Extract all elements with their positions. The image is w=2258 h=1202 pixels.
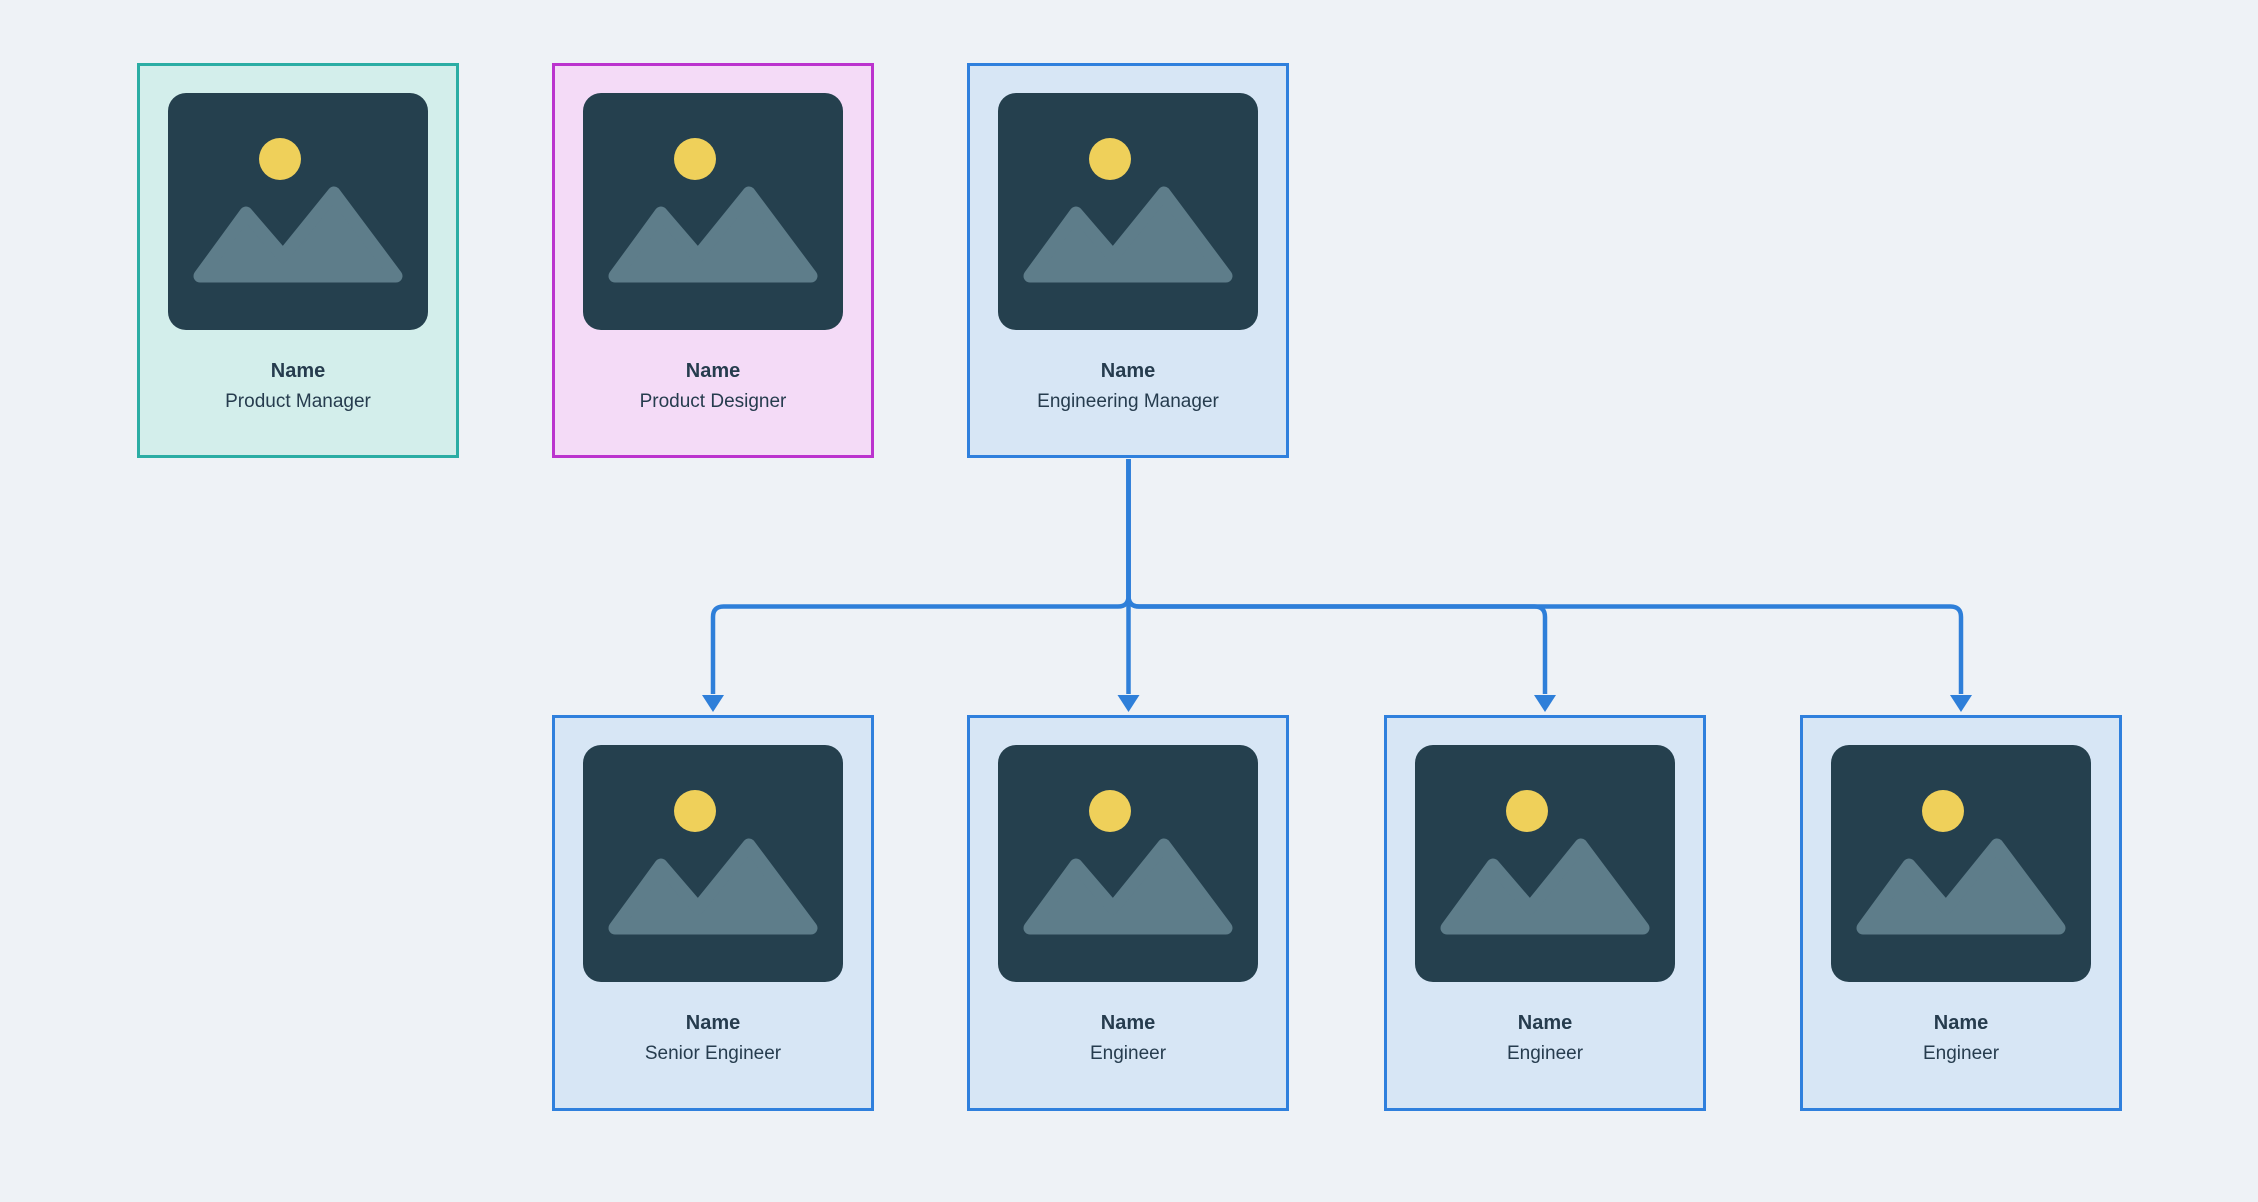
card-name: Name [270,360,326,382]
image-placeholder-icon [998,745,1258,982]
arrowhead-icon [1534,695,1556,712]
connector-to-engineer-2[interactable] [1126,459,1548,694]
card-senior-engineer[interactable]: Name Senior Engineer [552,715,874,1111]
image-placeholder-icon [583,93,843,330]
card-role: Product Designer [639,391,787,412]
image-placeholder-icon [583,745,843,982]
card-name: Name [685,360,741,382]
card-product-designer[interactable]: Name Product Designer [552,63,874,458]
card-name: Name [1517,1012,1573,1034]
connector-group [702,459,1972,712]
card-engineering-manager[interactable]: Name Engineering Manager [967,63,1289,458]
card-name: Name [1933,1012,1989,1034]
card-role: Engineering Manager [1037,391,1219,412]
arrowhead-icon [1950,695,1972,712]
card-product-manager[interactable]: Name Product Manager [137,63,459,458]
connector-to-senior-engineer[interactable] [710,459,1131,694]
card-role: Engineer [1089,1043,1167,1064]
card-role: Product Manager [225,391,371,412]
card-role: Engineer [1922,1043,2000,1064]
card-role: Senior Engineer [644,1043,782,1064]
card-name: Name [1100,360,1156,382]
arrowhead-icon [702,695,724,712]
card-engineer-2[interactable]: Name Engineer [1384,715,1706,1111]
image-placeholder-icon [1415,745,1675,982]
image-placeholder-icon [998,93,1258,330]
arrowhead-icon [1117,695,1140,712]
card-engineer-1[interactable]: Name Engineer [967,715,1289,1111]
image-placeholder-icon [168,93,428,330]
card-name: Name [1100,1012,1156,1034]
connector-to-engineer-3[interactable] [1126,459,1964,694]
image-placeholder-icon [1831,745,2091,982]
card-engineer-3[interactable]: Name Engineer [1800,715,2122,1111]
card-role: Engineer [1506,1043,1584,1064]
card-name: Name [685,1012,741,1034]
